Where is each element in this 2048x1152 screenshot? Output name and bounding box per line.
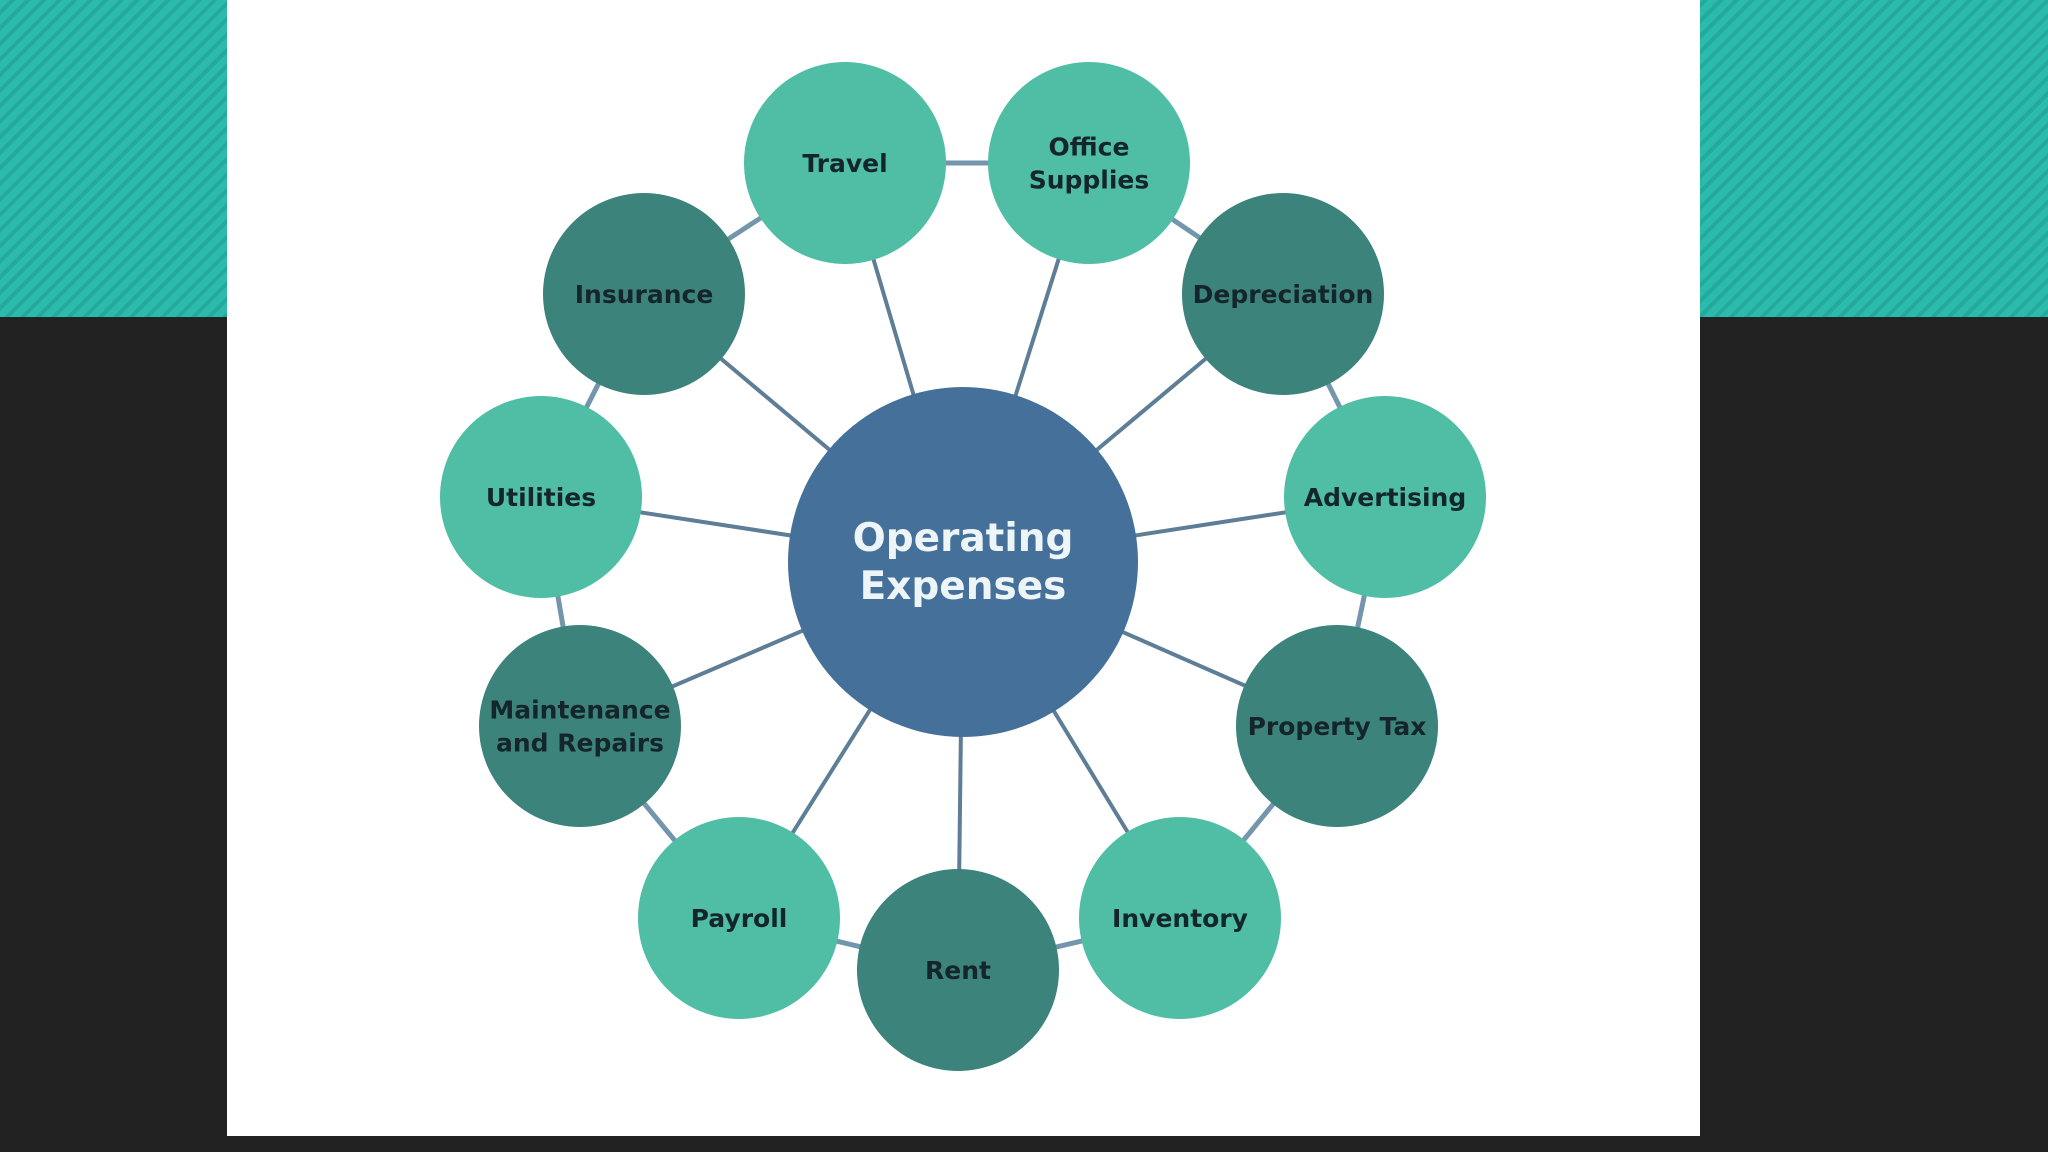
node-label-insurance: Insurance xyxy=(575,280,714,309)
node-label-maintenance-and-repairs: Maintenance xyxy=(489,696,670,725)
node-circle-property-tax xyxy=(1236,625,1438,827)
node-circle-payroll xyxy=(638,817,840,1019)
node-circle-depreciation xyxy=(1182,193,1384,395)
expense-nodes: Travel OfficeSuppliesDepreciationAdvertis… xyxy=(440,62,1486,1071)
node-maintenance-and-repairs: Maintenance and Repairs xyxy=(479,625,681,827)
node-circle-advertising xyxy=(1284,396,1486,598)
node-depreciation: Depreciation xyxy=(1182,193,1384,395)
node-utilities: Utilities xyxy=(440,396,642,598)
node-label-maintenance-and-repairs: and Repairs xyxy=(496,729,664,758)
hub-label: Expenses xyxy=(860,564,1067,609)
node-travel: Travel xyxy=(744,62,946,264)
node-property-tax: Property Tax xyxy=(1236,625,1438,827)
hub-circle xyxy=(788,387,1138,737)
node-label-property-tax: Property Tax xyxy=(1248,712,1427,741)
node-rent: Rent xyxy=(857,869,1059,1071)
node-label-advertising: Advertising xyxy=(1304,483,1467,512)
node-circle-inventory xyxy=(1079,817,1281,1019)
node-circle-maintenance-and-repairs xyxy=(479,625,681,827)
hub-label: Operating xyxy=(853,516,1074,561)
node-advertising: Advertising xyxy=(1284,396,1486,598)
node-insurance: Insurance xyxy=(543,193,745,395)
node-label-inventory: Inventory xyxy=(1112,904,1248,933)
node-label-office-supplies: Office xyxy=(1049,133,1130,162)
node-payroll: Payroll xyxy=(638,817,840,1019)
node-circle-travel xyxy=(744,62,946,264)
node-label-rent: Rent xyxy=(925,956,991,985)
node-circle-office-supplies xyxy=(988,62,1190,264)
node-inventory: Inventory xyxy=(1079,817,1281,1019)
node-circle-rent xyxy=(857,869,1059,1071)
node-label-office-supplies: Supplies xyxy=(1029,166,1150,195)
node-label-payroll: Payroll xyxy=(691,904,788,933)
node-label-utilities: Utilities xyxy=(486,483,596,512)
operating-expenses-diagram: Travel OfficeSuppliesDepreciationAdvertis… xyxy=(440,62,1486,1071)
node-circle-utilities xyxy=(440,396,642,598)
node-circle-insurance xyxy=(543,193,745,395)
node-label-travel: Travel xyxy=(802,149,887,178)
node-label-depreciation: Depreciation xyxy=(1193,280,1374,309)
